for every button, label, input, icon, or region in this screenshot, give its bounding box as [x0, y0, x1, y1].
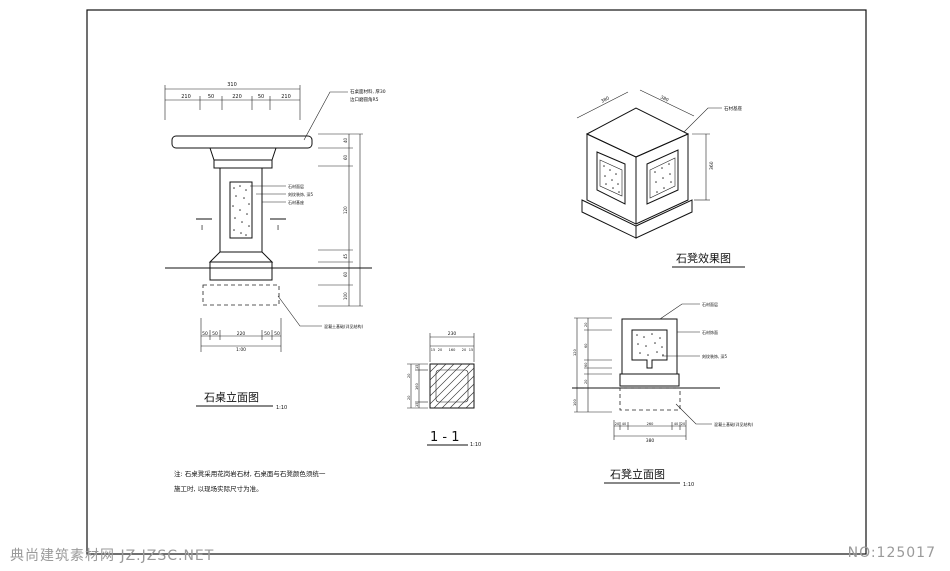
table-elevation: 310 210 50 220 50 210 I I — [164, 82, 386, 411]
table-dim-right-6: 100 — [343, 292, 348, 300]
stool-seat-block — [621, 318, 678, 375]
section-dim-left-1: 15 — [415, 365, 419, 369]
table-foundation — [202, 284, 280, 306]
section-dim-top-5: 15 — [469, 348, 473, 352]
table-dim-bottom-1: 50 — [202, 331, 208, 337]
stool-dim-left-5: 20 — [584, 380, 588, 384]
stool-effect-dim-height: 360 — [709, 161, 715, 170]
watermark-right: NO:125017 — [847, 545, 936, 561]
table-note-top-1: 石桌面材料, 厚30 — [350, 88, 386, 95]
stool-elevation: 20 60 120 60 20 100 石材面层 石材饰面 刻纹装饰, 深5 混… — [572, 301, 754, 488]
table-dim-right-1: 40 — [343, 137, 348, 143]
stool-dim-left-2: 60 — [584, 344, 588, 348]
stool-dim-left-1: 20 — [584, 323, 588, 327]
table-dim-top-1: 210 — [181, 94, 191, 100]
table-top-slab — [171, 135, 313, 149]
section-dim-top-4: 20 — [462, 348, 466, 352]
stool-dim-bottom-4: 40 — [674, 422, 678, 426]
section-dim-top-2: 20 — [438, 348, 442, 352]
section-dim-top-3: 160 — [449, 348, 456, 352]
stool-foundation — [619, 387, 681, 411]
section-dim-top-1: 15 — [431, 348, 435, 352]
table-dim-right-5: 60 — [343, 271, 348, 277]
stool-effect-note: 石材基座 — [724, 105, 742, 112]
stool-note-2: 石材饰面 — [702, 329, 718, 335]
table-dim-bottom-4: 50 — [264, 331, 270, 337]
stool-dim-left-3: 120 — [573, 349, 577, 356]
table-dim-top-total: 310 — [227, 82, 237, 88]
table-dim-right-3: 120 — [343, 206, 348, 214]
table-dim-bottom-5: 50 — [274, 331, 280, 337]
section-1-1: 230 15 20 160 20 15 15 20 160 20 15 1 - … — [407, 331, 481, 448]
section-dim-top-total: 230 — [448, 331, 457, 337]
table-note-mid-2: 刻纹装饰, 深5 — [288, 191, 314, 197]
stool-dim-bottom-total: 380 — [646, 438, 655, 444]
table-dim-bottom-total: 1:00 — [236, 347, 246, 353]
notes-line-2: 施工时, 以现场实际尺寸为准。 — [174, 484, 263, 493]
stool-elevation-scale: 1:10 — [683, 482, 694, 488]
table-note-mid-1: 石材面层 — [288, 183, 304, 189]
stool-note-4: 混凝土基础(详见结构) — [714, 421, 754, 427]
section-dim-left-3: 160 — [415, 383, 419, 390]
general-notes: 注: 石桌凳采用花岗岩石材, 石桌面与石凳颜色须统一 施工时, 以现场实际尺寸为… — [174, 469, 326, 493]
stool-dim-bottom-3: 260 — [647, 422, 654, 426]
table-shaft — [219, 167, 263, 253]
table-note-top-2: 边口磨圆角R5 — [350, 96, 379, 103]
drawing-frame — [86, 9, 867, 555]
stool-effect-dim-depth: 380 — [659, 94, 669, 103]
table-dim-bottom-3: 220 — [237, 331, 246, 337]
stool-effect-title: 石凳效果图 — [676, 251, 731, 265]
stool-note-3: 刻纹装饰, 深5 — [702, 353, 728, 359]
stool-dim-bottom-5: 20 — [681, 422, 685, 426]
watermark-left: 典尚建筑素材网 JZ.JZSC.NET — [10, 548, 215, 564]
table-dim-bottom-2: 50 — [212, 331, 218, 337]
table-section-mark-left: I — [201, 224, 203, 232]
stool-dim-left-6: 100 — [573, 399, 577, 406]
stool-dim-left-4: 60 — [584, 363, 588, 367]
notes-line-1: 注: 石桌凳采用花岗岩石材, 石桌面与石凳颜色须统一 — [174, 469, 326, 478]
table-inset-panel — [229, 181, 253, 239]
stool-effect-dim-width: 380 — [600, 95, 611, 104]
table-dim-right-4: 45 — [343, 253, 348, 259]
stool-elevation-title: 石凳立面图 — [610, 467, 665, 481]
section-scale: 1:10 — [470, 442, 481, 448]
table-dim-top-5: 210 — [281, 94, 291, 100]
table-dim-top-3: 220 — [232, 94, 242, 100]
table-elevation-title: 石桌立面图 — [204, 390, 259, 404]
section-label: 1 - 1 — [430, 430, 460, 445]
table-section-mark-right: I — [277, 224, 279, 232]
section-square — [429, 363, 475, 409]
section-dim-left-5: 15 — [415, 403, 419, 407]
stool-note-1: 石材面层 — [702, 301, 718, 307]
table-elevation-scale: 1:10 — [276, 405, 287, 411]
section-dim-left-2: 20 — [407, 374, 411, 378]
stool-dim-bottom-2: 40 — [622, 422, 626, 426]
table-note-base: 混凝土基础(详见结构) — [324, 323, 364, 329]
table-dim-right-2: 60 — [343, 154, 348, 160]
table-dim-top-2: 50 — [208, 94, 214, 100]
table-dim-top-4: 50 — [258, 94, 264, 100]
stool-dim-bottom-1: 20 — [615, 422, 619, 426]
section-dim-left-4: 20 — [407, 396, 411, 400]
stool-effect-view: 380 380 360 石材基座 石凳效果图 — [576, 89, 745, 268]
table-note-mid-3: 石材基座 — [288, 199, 304, 205]
